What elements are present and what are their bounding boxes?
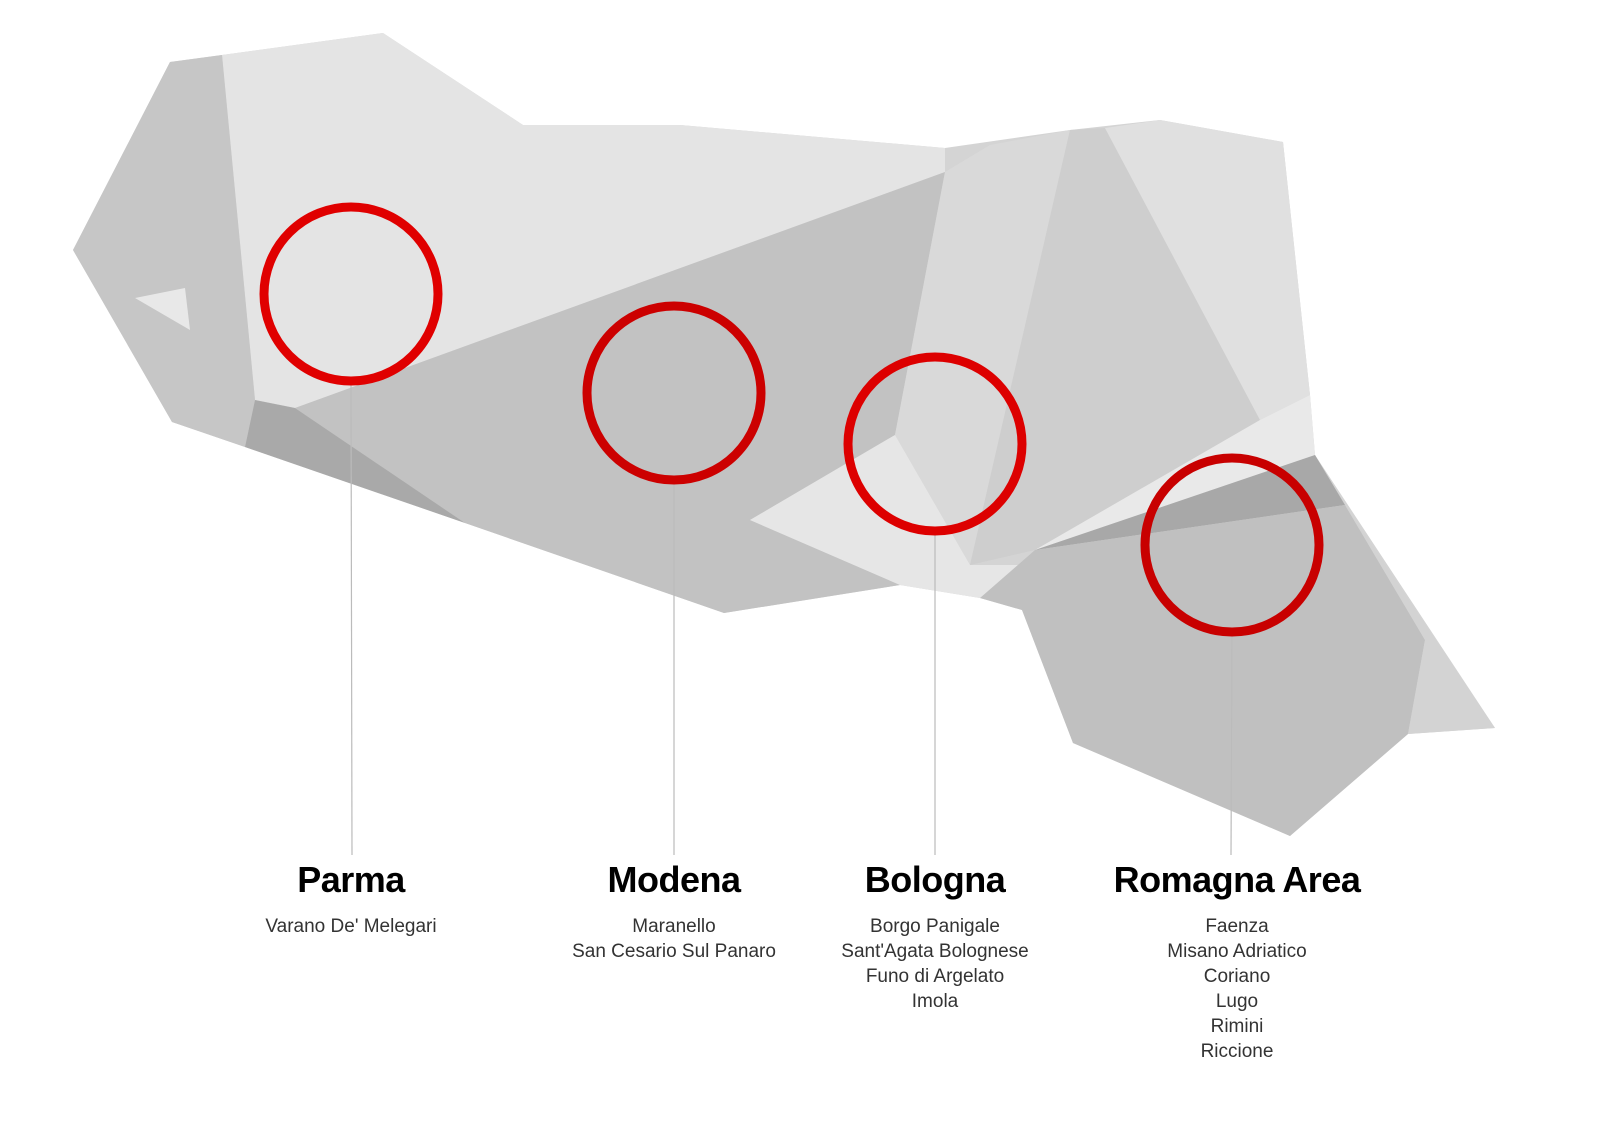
- leader-line-parma: [350, 381, 353, 856]
- place: Misano Adriatico: [1167, 941, 1307, 962]
- place: Varano De' Melegari: [265, 916, 437, 937]
- region-bologna: Bologna Borgo Panigale Sant'Agata Bologn…: [755, 858, 1115, 1014]
- marker-bologna[interactable]: [843, 352, 1027, 536]
- place: Faenza: [1205, 916, 1269, 937]
- facet: [895, 130, 1070, 565]
- place: Lugo: [1215, 991, 1259, 1012]
- facet: [1345, 505, 1495, 734]
- marker-romagna[interactable]: [1140, 453, 1324, 637]
- facet: [245, 400, 465, 523]
- place: Borgo Panigale: [870, 916, 1000, 937]
- facet: [135, 288, 190, 330]
- facet: [1035, 395, 1315, 550]
- region-title: Romagna Area: [1113, 859, 1361, 900]
- marker-parma[interactable]: [259, 202, 443, 386]
- place: Riccione: [1200, 1041, 1274, 1062]
- facet: [980, 505, 1425, 836]
- region-parma: Parma Varano De' Melegari: [171, 858, 531, 939]
- facet: [1035, 455, 1345, 550]
- facet: [970, 128, 1260, 565]
- region-romagna: Romagna Area Faenza Misano Adriatico Cor…: [1057, 858, 1417, 1064]
- facet: [73, 55, 255, 447]
- facet: [1105, 120, 1310, 420]
- facet: [222, 33, 945, 408]
- place: Imola: [911, 991, 959, 1012]
- place: Sant'Agata Bolognese: [841, 941, 1029, 962]
- place: Coriano: [1203, 966, 1271, 987]
- place: Rimini: [1210, 1016, 1264, 1037]
- region-title: Modena: [607, 859, 741, 900]
- region-title: Parma: [297, 859, 405, 900]
- region-modena: Modena Maranello San Cesario Sul Panaro: [494, 858, 854, 964]
- leader-line-romagna: [1230, 632, 1233, 856]
- place: San Cesario Sul Panaro: [572, 941, 776, 962]
- place: Maranello: [632, 916, 716, 937]
- region-title: Bologna: [864, 859, 1006, 900]
- place: Funo di Argelato: [865, 966, 1005, 987]
- facet: [295, 172, 945, 613]
- marker-modena[interactable]: [582, 301, 766, 485]
